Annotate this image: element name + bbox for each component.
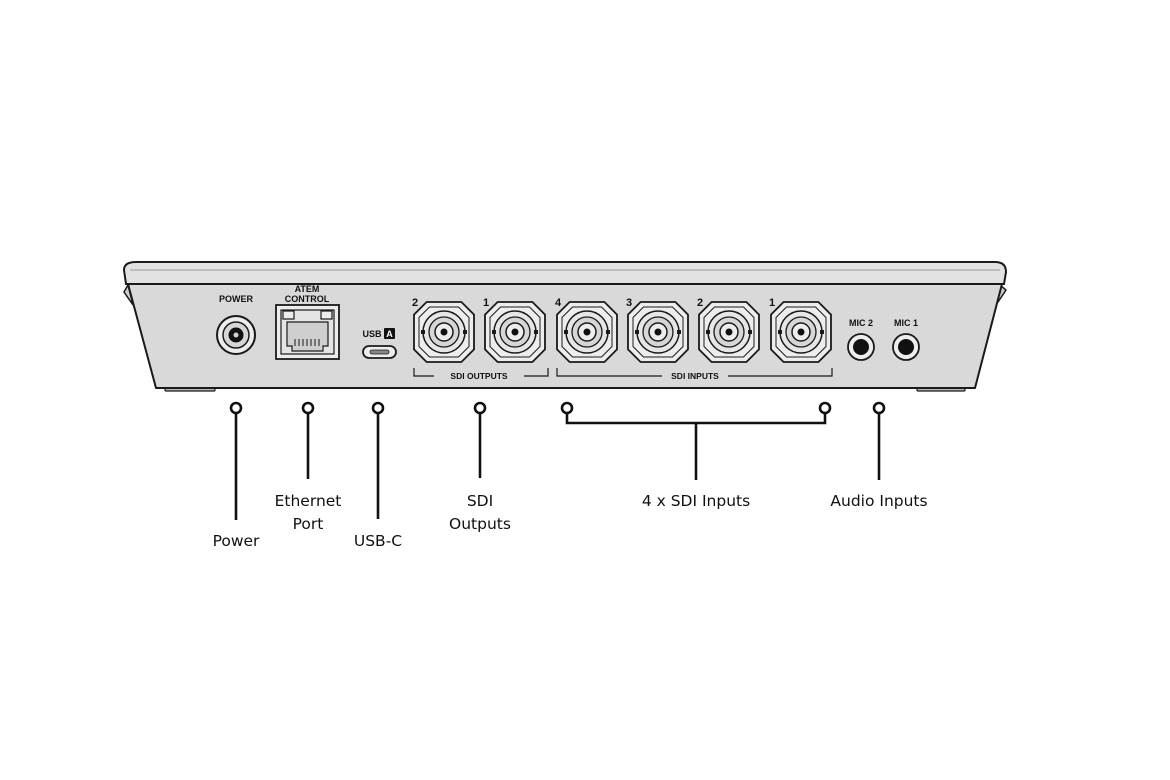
sdi-connectors: 2 1 4 3 2 1 — [412, 297, 832, 363]
callout-sdi-outputs-line1: SDI — [467, 492, 493, 510]
sdi-input-1-connector-number: 1 — [769, 297, 775, 309]
ethernet-port: ATEM CONTROL — [275, 284, 340, 360]
sdi-outputs-panel-label: SDI OUTPUTS — [450, 371, 507, 381]
sdi-brackets — [413, 368, 833, 377]
usb-port: USB A — [362, 328, 397, 359]
callout-ethernet-line1: Ethernet — [275, 492, 342, 510]
sdi-input-4-connector: 4 — [555, 297, 618, 363]
callout-usbc: USB-C — [354, 532, 402, 550]
mic2-jack: MIC 2 — [847, 318, 875, 361]
sdi-output-2-connector: 2 — [412, 297, 475, 363]
callout-lines — [234, 414, 881, 520]
mic1-jack: MIC 1 — [892, 318, 920, 361]
sdi-input-3-connector-number: 3 — [626, 297, 632, 309]
sdi-output-1-connector: 1 — [483, 297, 546, 363]
atem-label-line2: CONTROL — [285, 294, 330, 304]
mic2-panel-label: MIC 2 — [849, 318, 873, 328]
sdi-output-2-connector-number: 2 — [412, 297, 418, 309]
callout-sdi-inputs: 4 x SDI Inputs — [642, 492, 750, 510]
usb-badge: A — [386, 329, 393, 339]
callout-dots — [229, 401, 886, 415]
power-panel-label: POWER — [219, 294, 254, 304]
mic1-panel-label: MIC 1 — [894, 318, 918, 328]
callout-power: Power — [213, 532, 260, 550]
callout-audio-inputs: Audio Inputs — [830, 492, 927, 510]
callout-sdi-outputs-line2: Outputs — [449, 515, 511, 533]
usb-panel-label: USB — [362, 329, 382, 339]
atem-label-line1: ATEM — [295, 284, 320, 294]
sdi-input-1-connector: 1 — [769, 297, 832, 363]
power-port: POWER — [216, 294, 256, 355]
callout-ethernet-line2: Port — [293, 515, 324, 533]
sdi-input-4-connector-number: 4 — [555, 297, 562, 309]
sdi-inputs-panel-label: SDI INPUTS — [671, 371, 719, 381]
sdi-input-3-connector: 3 — [626, 297, 689, 363]
sdi-input-2-connector: 2 — [697, 297, 760, 363]
sdi-input-2-connector-number: 2 — [697, 297, 703, 309]
sdi-output-1-connector-number: 1 — [483, 297, 489, 309]
